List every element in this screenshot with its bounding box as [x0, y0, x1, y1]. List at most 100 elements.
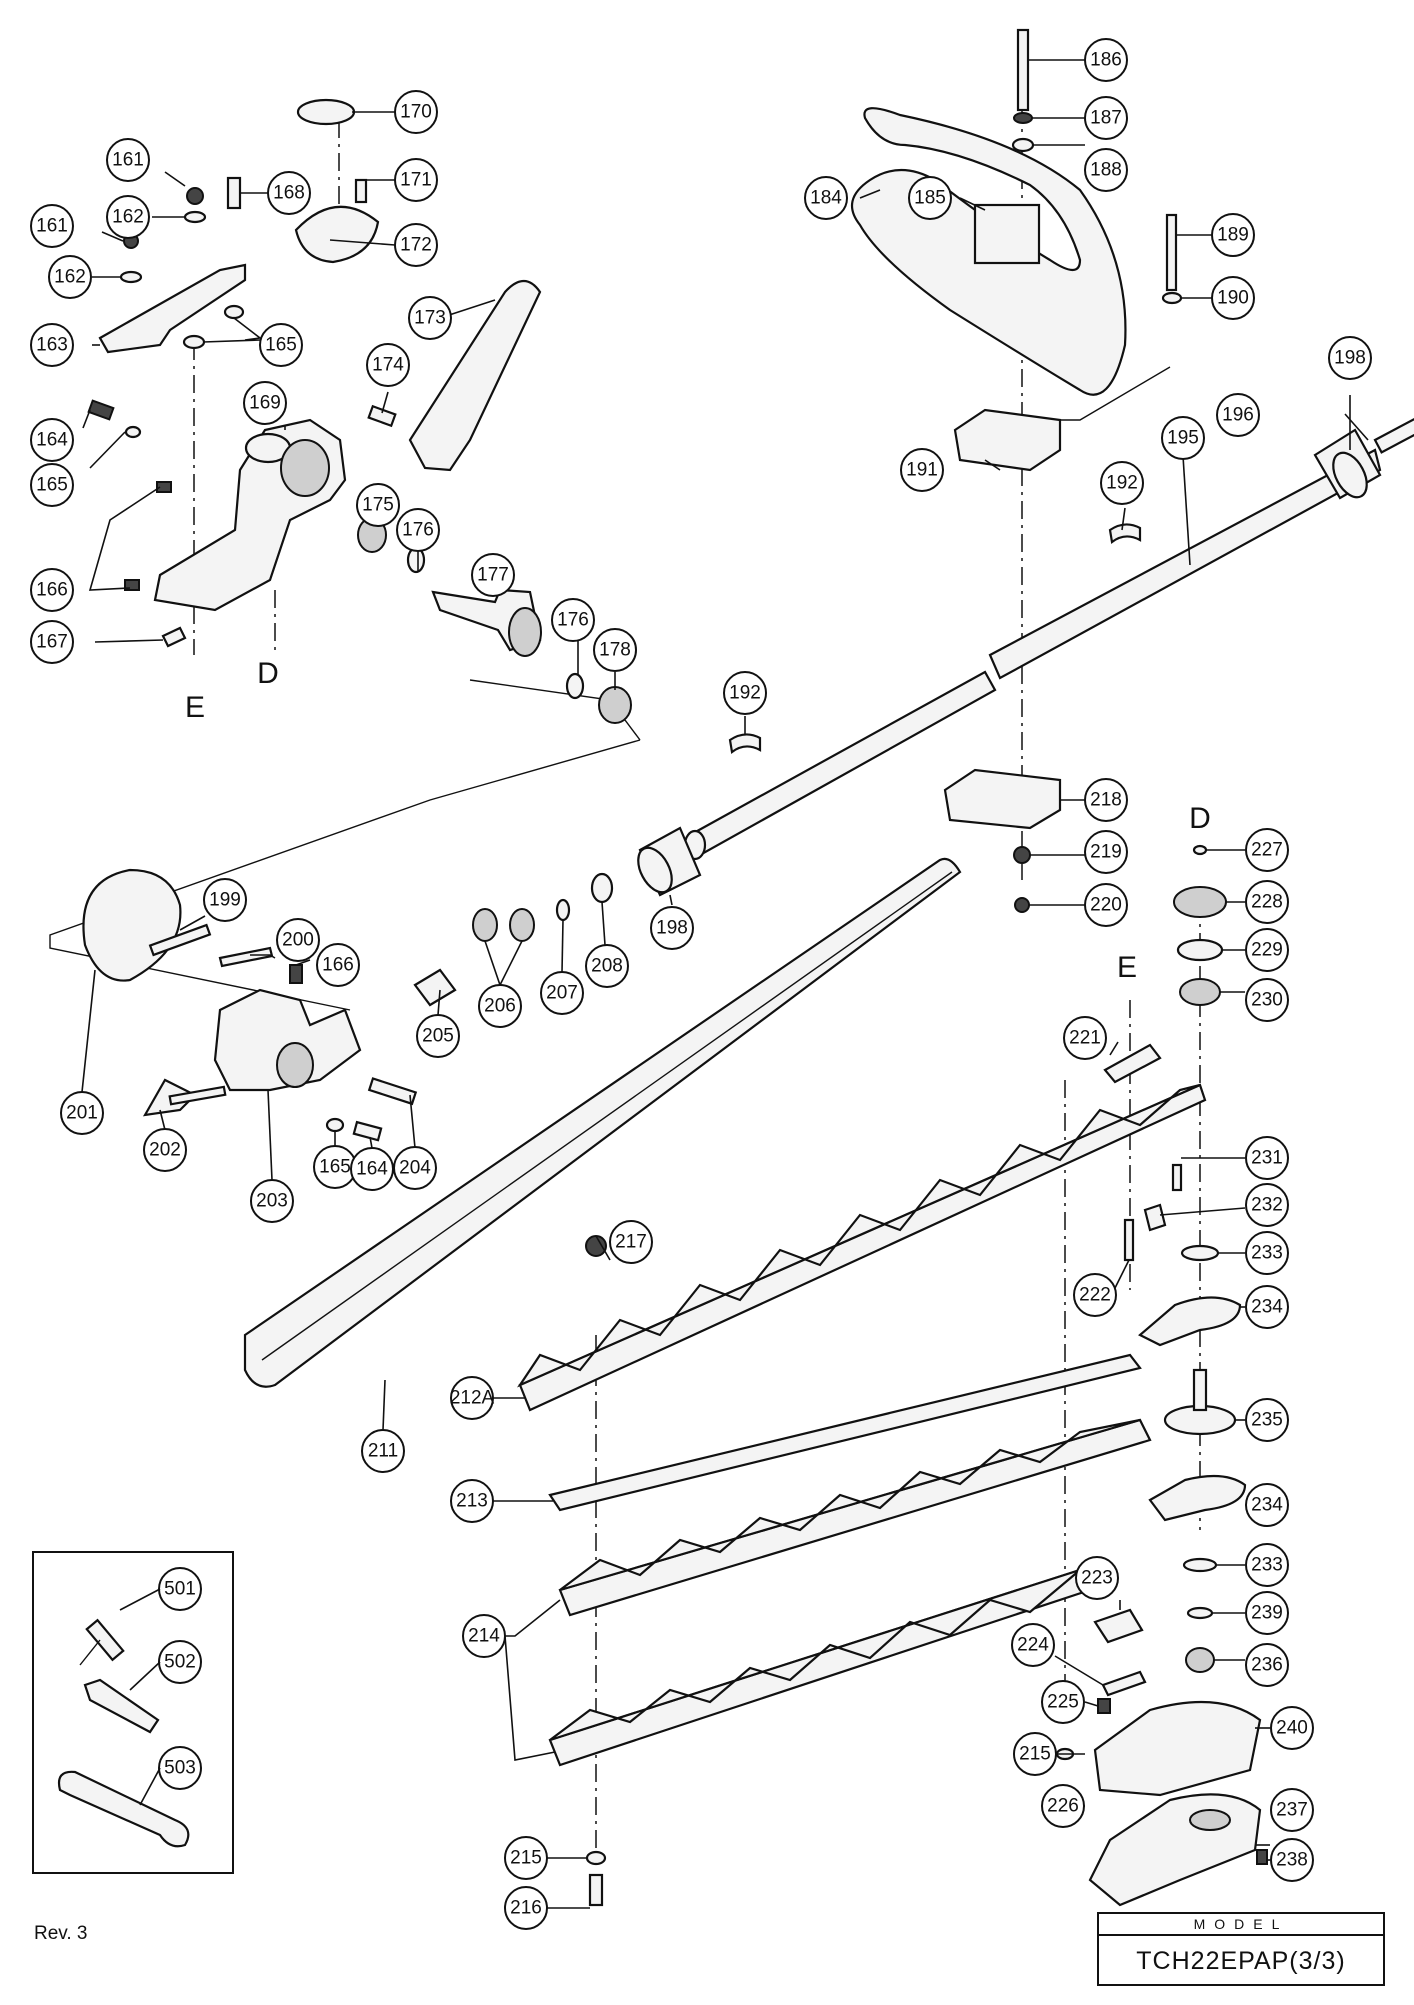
- blade-cover-ridge: [261, 871, 953, 1361]
- svg-text:162: 162: [54, 267, 86, 288]
- box-spanner-501: [85, 1618, 125, 1662]
- svg-text:206: 206: [484, 996, 516, 1017]
- callout-234a: 234: [1245, 1285, 1289, 1329]
- nut-217: [585, 1235, 607, 1257]
- bush-198b-end: [637, 846, 673, 894]
- callout-212a: 212A: [450, 1376, 495, 1420]
- svg-text:225: 225: [1047, 1692, 1079, 1713]
- callout-215b: 215: [504, 1836, 548, 1880]
- svg-text:235: 235: [1251, 1410, 1283, 1431]
- cushion-192a: [1108, 523, 1142, 544]
- svg-text:221: 221: [1069, 1028, 1101, 1049]
- callout-207: 207: [540, 971, 584, 1015]
- tube-upper-195: [988, 448, 1382, 680]
- svg-text:205: 205: [422, 1026, 454, 1047]
- bolt-164b: [352, 1120, 383, 1142]
- grease-nipple-166a: [156, 481, 172, 493]
- bolt-189: [1165, 213, 1178, 292]
- washer-187: [1013, 112, 1033, 124]
- o-ring-170: [296, 98, 356, 126]
- svg-text:187: 187: [1090, 108, 1122, 129]
- svg-text:201: 201: [66, 1103, 98, 1124]
- callout-203: 203: [250, 1179, 294, 1223]
- bevel-gear-177: [508, 607, 542, 657]
- callout-233b: 233: [1245, 1543, 1289, 1587]
- spanner-rod-501: [79, 1639, 101, 1666]
- svg-text:195: 195: [1167, 428, 1199, 449]
- washer-162b: [119, 270, 143, 284]
- callout-162b: 162: [48, 255, 92, 299]
- svg-text:202: 202: [149, 1140, 181, 1161]
- callout-238: 238: [1270, 1838, 1314, 1882]
- svg-text:162: 162: [112, 207, 144, 228]
- bolt-164a: [87, 399, 115, 421]
- bolt-238: [1256, 1849, 1268, 1865]
- svg-text:220: 220: [1090, 895, 1122, 916]
- callout-236: 236: [1245, 1643, 1289, 1687]
- callout-162a: 162: [106, 195, 150, 239]
- svg-text:178: 178: [599, 640, 631, 661]
- gearbox-housing-203: [213, 988, 362, 1092]
- model-header: MODEL: [1099, 1914, 1383, 1936]
- callout-198b: 198: [650, 906, 694, 950]
- snap-ring-208: [590, 872, 614, 904]
- svg-text:161: 161: [36, 216, 68, 237]
- callout-229: 229: [1245, 928, 1289, 972]
- letter-d-top: D: [257, 657, 279, 690]
- svg-text:190: 190: [1217, 288, 1249, 309]
- nut-161a: [186, 187, 204, 205]
- svg-text:184: 184: [810, 188, 842, 209]
- svg-text:176: 176: [402, 520, 434, 541]
- callout-202: 202: [143, 1128, 187, 1172]
- svg-text:185: 185: [914, 188, 946, 209]
- callout-171: 171: [394, 158, 438, 202]
- svg-text:226: 226: [1047, 1796, 1079, 1817]
- snap-ring-176b: [565, 672, 585, 700]
- washer-233a: [1180, 1244, 1220, 1262]
- callout-187: 187: [1084, 96, 1128, 140]
- spanner-503: [57, 1770, 190, 1848]
- callout-240: 240: [1270, 1706, 1314, 1750]
- gear-cover-237: [1088, 1793, 1262, 1907]
- callout-214: 214: [462, 1614, 506, 1658]
- svg-text:177: 177: [477, 565, 509, 586]
- callout-195: 195: [1161, 416, 1205, 460]
- callout-221: 221: [1063, 1016, 1107, 1060]
- washer-165b: [182, 334, 206, 350]
- guard-201: [82, 868, 182, 982]
- svg-text:164: 164: [356, 1159, 388, 1180]
- callout-219: 219: [1084, 830, 1128, 874]
- svg-text:163: 163: [36, 335, 68, 356]
- plate-200: [218, 946, 274, 968]
- svg-text:161: 161: [112, 150, 144, 171]
- svg-text:503: 503: [164, 1758, 196, 1779]
- clamp-lower-218: [943, 768, 1062, 830]
- gasket-240: [1093, 1700, 1262, 1797]
- callout-206: 206: [478, 984, 522, 1028]
- blade-teeth-212a: [516, 1083, 1201, 1388]
- upper-gearbox-group: D E: [87, 98, 632, 724]
- callout-502: 502: [158, 1640, 202, 1684]
- callout-175: 175: [356, 483, 400, 527]
- callout-168: 168: [267, 171, 311, 215]
- callout-191: 191: [900, 448, 944, 492]
- callout-163: 163: [30, 323, 74, 367]
- svg-text:214: 214: [468, 1626, 500, 1647]
- svg-text:166: 166: [36, 580, 68, 601]
- callout-231: 231: [1245, 1136, 1289, 1180]
- holder-223: [1093, 1608, 1144, 1644]
- bolt-168: [226, 176, 242, 210]
- bearing-206a: [472, 908, 498, 942]
- callout-235: 235: [1245, 1398, 1289, 1442]
- washer-190: [1161, 291, 1183, 305]
- grease-nipple-166c: [289, 964, 303, 984]
- callout-173: 173: [408, 296, 452, 340]
- svg-text:223: 223: [1081, 1568, 1113, 1589]
- callout-208: 208: [585, 944, 629, 988]
- callout-218: 218: [1084, 778, 1128, 822]
- callout-185: 185: [908, 176, 952, 220]
- washer-165a: [223, 304, 245, 320]
- svg-text:170: 170: [400, 102, 432, 123]
